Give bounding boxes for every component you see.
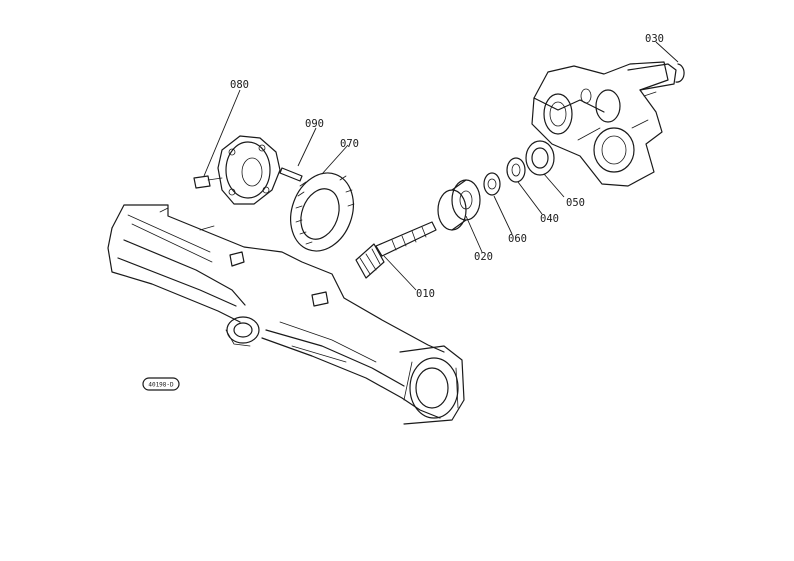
differential-case bbox=[217, 135, 281, 205]
label-010: 010 bbox=[416, 288, 435, 300]
pin-090 bbox=[279, 167, 303, 182]
ring-gear-070 bbox=[290, 172, 355, 252]
gear-case bbox=[531, 61, 677, 187]
bolt-080 bbox=[193, 175, 223, 189]
leader-lines bbox=[203, 41, 679, 291]
bearing-040 bbox=[506, 157, 526, 183]
label-060: 060 bbox=[508, 233, 527, 245]
label-030: 030 bbox=[645, 33, 664, 45]
reference-badge: 40198-D bbox=[142, 377, 180, 391]
label-020: 020 bbox=[474, 251, 493, 263]
collar-060 bbox=[483, 172, 501, 196]
label-080: 080 bbox=[230, 79, 249, 91]
bearing-020 bbox=[437, 179, 481, 231]
label-090: 090 bbox=[305, 118, 324, 130]
snap-ring-030 bbox=[675, 63, 685, 83]
label-050: 050 bbox=[566, 197, 585, 209]
axle-housing bbox=[107, 204, 465, 425]
label-040: 040 bbox=[540, 213, 559, 225]
oil-seal-050 bbox=[525, 140, 555, 176]
reference-code: 40198-D bbox=[148, 382, 174, 389]
pinion-shaft bbox=[355, 221, 437, 279]
label-070: 070 bbox=[340, 138, 359, 150]
